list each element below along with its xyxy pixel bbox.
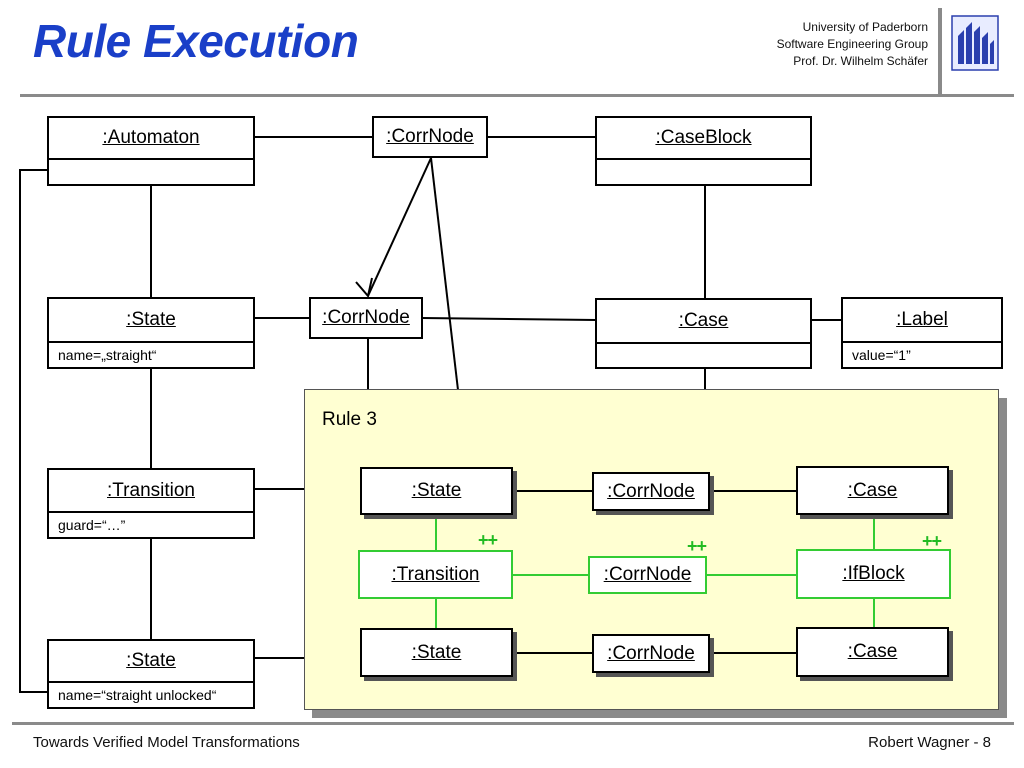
corrnode-object-mid: :CorrNode [309, 297, 423, 339]
object-name: :State [411, 641, 462, 663]
object-name: :Label [896, 309, 948, 330]
object-attribute: name=„straight“ [49, 341, 253, 367]
footer-author-page: Robert Wagner - 8 [868, 734, 991, 751]
attribute-compartment [597, 158, 810, 184]
object-name: :State [126, 650, 176, 671]
rule-title: Rule 3 [322, 409, 377, 430]
rule-corrnode-bottom: :CorrNode [592, 634, 710, 673]
rule-state-top: :State [360, 467, 513, 515]
rule-corrnode-top: :CorrNode [592, 472, 710, 511]
state-object-straight-unlocked: :State name=“straight unlocked“ [47, 639, 255, 709]
caseblock-object: :CaseBlock [595, 116, 812, 186]
case-object: :Case [595, 298, 812, 369]
rule-transition-created: :Transition [358, 550, 513, 599]
header-divider-vertical [938, 8, 942, 94]
footer-divider [12, 722, 1014, 725]
attribute-compartment [49, 158, 253, 184]
affiliation: University of Paderborn Software Enginee… [777, 19, 928, 70]
object-name: :Automaton [102, 127, 200, 148]
object-attribute: name=“straight unlocked“ [49, 681, 253, 707]
rule-state-bottom: :State [360, 628, 513, 677]
professor-name: Prof. Dr. Wilhelm Schäfer [793, 54, 928, 68]
object-name: :Case [678, 310, 729, 331]
rule-case-top: :Case [796, 466, 949, 515]
object-name: :Case [847, 641, 898, 662]
rule-corrnode-created: :CorrNode [588, 556, 707, 594]
page-title: Rule Execution [33, 15, 359, 67]
object-name: :IfBlock [842, 563, 905, 584]
rule-ifblock-created: :IfBlock [796, 549, 951, 599]
object-name: :CorrNode [322, 307, 410, 328]
corrnode-object-top: :CorrNode [372, 116, 488, 158]
object-name: :Transition [391, 563, 480, 585]
object-name: :CaseBlock [655, 127, 752, 148]
object-name: :CorrNode [607, 480, 695, 502]
object-attribute: value=“1” [843, 341, 1001, 367]
object-name: :Case [847, 479, 898, 501]
header-divider [20, 94, 1014, 97]
object-name: :State [411, 480, 462, 501]
create-marker: ++ [687, 536, 707, 556]
state-object-straight: :State name=„straight“ [47, 297, 255, 369]
object-name: :CorrNode [603, 564, 692, 585]
group-name: Software Engineering Group [776, 37, 928, 51]
university-name: University of Paderborn [802, 20, 928, 34]
object-attribute: guard=“…” [49, 511, 253, 537]
object-name: :State [126, 309, 176, 330]
object-name: :CorrNode [607, 642, 695, 664]
label-object: :Label value=“1” [841, 297, 1003, 369]
university-logo-icon [951, 15, 999, 71]
footer-title: Towards Verified Model Transformations [33, 734, 300, 751]
transition-object: :Transition guard=“…” [47, 468, 255, 539]
rule-case-bottom: :Case [796, 627, 949, 677]
automaton-object: :Automaton [47, 116, 255, 186]
object-name: :CorrNode [386, 126, 474, 147]
create-marker: ++ [478, 530, 498, 550]
object-name: :Transition [107, 479, 195, 501]
attribute-compartment [597, 342, 810, 367]
create-marker: ++ [922, 531, 942, 551]
